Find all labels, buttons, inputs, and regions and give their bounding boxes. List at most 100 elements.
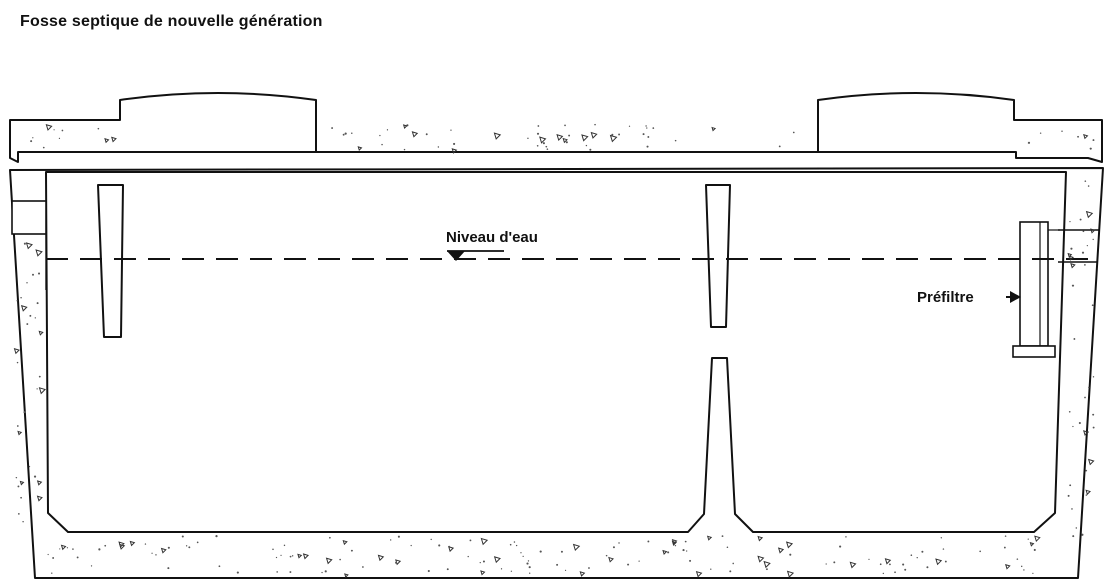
concrete-aggregate [377, 554, 385, 562]
concrete-aggregate [411, 131, 419, 138]
concrete-speck [546, 148, 549, 150]
concrete-speck [342, 133, 345, 136]
concrete-speck [1067, 494, 1070, 497]
concrete-aggregate [297, 553, 303, 559]
inlet-baffle [97, 184, 124, 338]
concrete-speck [1023, 569, 1025, 571]
concrete-speck [522, 555, 524, 557]
concrete-speck [58, 137, 61, 140]
concrete-speck [1081, 251, 1085, 254]
concrete-aggregate [342, 539, 348, 546]
concrete-speck [52, 557, 55, 559]
concrete-speck [778, 145, 781, 148]
concrete-aggregate [302, 553, 310, 560]
concrete-speck [674, 139, 677, 142]
concrete-aggregate [45, 123, 53, 131]
concrete-speck [647, 540, 650, 543]
concrete-speck [882, 572, 885, 575]
concrete-speck [721, 535, 724, 538]
concrete-aggregate [36, 480, 43, 486]
concrete-speck [833, 561, 836, 564]
concrete-aggregate [38, 387, 47, 395]
concrete-speck [646, 127, 648, 129]
concrete-speck [1092, 413, 1095, 416]
concrete-speck [686, 550, 688, 552]
concrete-speck [710, 568, 712, 570]
concrete-speck [450, 129, 452, 131]
concrete-speck [446, 568, 449, 571]
concrete-speck [1075, 527, 1078, 529]
concrete-speck [1084, 180, 1087, 182]
concrete-aggregate [1085, 210, 1094, 219]
left-wall-cap [11, 200, 47, 235]
concrete-aggregate [590, 131, 598, 139]
concrete-speck [979, 550, 981, 553]
concrete-speck [1085, 494, 1088, 496]
concrete-speck [1087, 185, 1090, 187]
concrete-speck [942, 548, 945, 550]
concrete-speck [350, 549, 353, 552]
concrete-speck [36, 388, 38, 390]
concrete-speck [667, 551, 670, 554]
concrete-speck [469, 539, 472, 542]
concrete-speck [331, 127, 334, 129]
concrete-aggregate [1087, 458, 1095, 466]
concrete-aggregate [1068, 255, 1074, 261]
concrete-speck [185, 545, 188, 547]
concrete-speck [167, 546, 170, 549]
concrete-speck [536, 144, 539, 147]
concrete-speck [479, 561, 481, 564]
concrete-speck [926, 566, 929, 569]
concrete-speck [42, 146, 45, 149]
concrete-speck [218, 565, 221, 568]
concrete-aggregate [579, 571, 586, 577]
concrete-speck [825, 563, 827, 565]
concrete-speck [612, 546, 615, 549]
concrete-speck [729, 570, 732, 573]
concrete-speck [51, 572, 53, 574]
concrete-aggregate [671, 540, 678, 546]
top-slab [9, 92, 1103, 163]
concrete-aggregate [786, 570, 795, 578]
concrete-aggregate [849, 561, 857, 569]
concrete-aggregate [1083, 430, 1089, 436]
concrete-speck [1004, 535, 1007, 537]
concrete-speck [1061, 130, 1063, 132]
concrete-speck [453, 142, 456, 146]
concrete-speck [344, 132, 347, 135]
concrete-aggregate [1090, 228, 1096, 234]
concrete-speck [430, 538, 432, 541]
concrete-speck [321, 571, 323, 574]
concrete-speck [1039, 132, 1042, 134]
concrete-speck [59, 548, 61, 550]
concrete-speck [1085, 469, 1088, 472]
concrete-aggregate [1085, 489, 1091, 496]
concrete-speck [144, 543, 147, 545]
concrete-speck [1092, 139, 1095, 142]
concrete-speck [652, 127, 655, 129]
concrete-speck [536, 132, 540, 135]
concrete-speck [539, 550, 542, 553]
concrete-speck [151, 552, 153, 554]
concrete-aggregate [572, 543, 581, 552]
concrete-speck [645, 125, 647, 127]
concrete-speck [529, 572, 531, 574]
prefilter-base [1012, 345, 1056, 358]
concrete-speck [289, 571, 292, 574]
concrete-speck [26, 282, 28, 284]
concrete-speck [32, 137, 34, 139]
concrete-speck [545, 145, 548, 148]
concrete-aggregate [1070, 262, 1076, 269]
concrete-speck [53, 129, 55, 131]
concrete-speck [944, 560, 947, 563]
concrete-aggregate [695, 570, 703, 578]
concrete-speck [904, 568, 907, 571]
concrete-speck [403, 148, 406, 151]
concrete-aggregate [19, 480, 25, 486]
concrete-speck [732, 562, 734, 565]
concrete-speck [1072, 535, 1075, 538]
concrete-speck [20, 296, 22, 299]
concrete-aggregate [763, 560, 771, 569]
concrete-speck [611, 133, 614, 136]
concrete-speck [1078, 421, 1081, 425]
